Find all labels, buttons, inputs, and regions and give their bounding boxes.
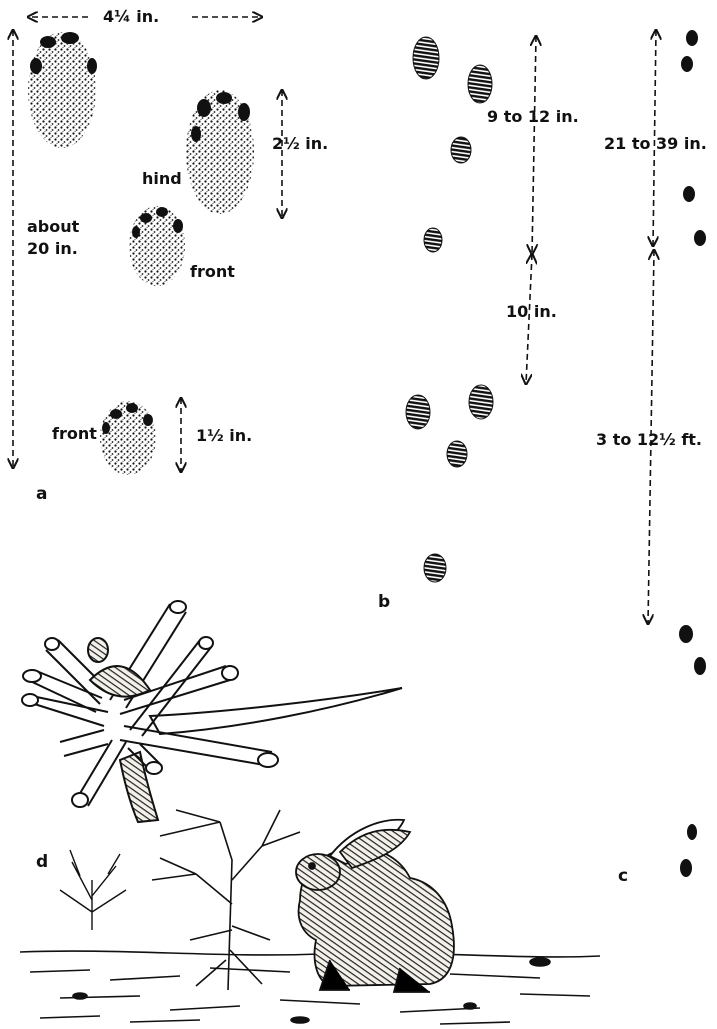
track-c-6 xyxy=(694,657,706,675)
front-label: front xyxy=(190,262,235,282)
panel-letter-c: c xyxy=(618,866,628,886)
jackrabbit xyxy=(296,820,454,992)
hind-label: hind xyxy=(142,169,182,189)
panel-c-dimensions xyxy=(648,30,656,624)
dim-gap-b-label: 10 in. xyxy=(506,302,557,322)
panel-b-tracks xyxy=(406,37,493,582)
track-b-6 xyxy=(469,385,493,419)
panel-letter-a: a xyxy=(36,484,47,504)
browsed-seedling xyxy=(152,810,300,990)
track-b-7 xyxy=(447,441,467,467)
group-span-arrow-b xyxy=(532,36,536,254)
panel-letter-b: b xyxy=(378,592,390,612)
dim-stride-label: about 20 in. xyxy=(27,216,79,260)
track-c-7 xyxy=(687,824,697,840)
dim-front-length-label: 1½ in. xyxy=(196,426,252,446)
track-c-8 xyxy=(680,859,692,877)
clipped-twig-illustration xyxy=(22,601,402,822)
track-b-2 xyxy=(468,65,492,103)
hind-print xyxy=(186,90,254,214)
small-shrub xyxy=(60,850,126,930)
front-print-lower xyxy=(100,401,156,475)
panel-c-tracks xyxy=(679,30,706,877)
dim-leap-c-label: 3 to 12½ ft. xyxy=(596,430,702,450)
track-b-5 xyxy=(406,395,430,429)
panel-b-dimensions xyxy=(526,36,536,384)
panel-letter-d: d xyxy=(36,852,48,872)
track-b-8 xyxy=(424,554,446,582)
dim-group-span-b-label: 9 to 12 in. xyxy=(487,107,579,127)
track-b-3 xyxy=(451,137,471,163)
track-c-2 xyxy=(681,56,693,72)
track-b-1 xyxy=(413,37,439,79)
track-c-5 xyxy=(679,625,693,643)
track-c-3 xyxy=(683,186,695,202)
track-c-4 xyxy=(694,230,706,246)
hind-print-upper-left xyxy=(28,32,97,148)
track-b-4 xyxy=(424,228,442,252)
front-label-lower: front xyxy=(52,424,97,444)
dim-width-label: 4¼ in. xyxy=(103,7,159,27)
dim-group-span-c-label: 21 to 39 in. xyxy=(604,134,707,154)
track-c-1 xyxy=(686,30,698,46)
front-print-upper xyxy=(129,206,185,286)
ground-scene xyxy=(20,951,600,1024)
dim-hind-length-label: 2½ in. xyxy=(272,134,328,154)
